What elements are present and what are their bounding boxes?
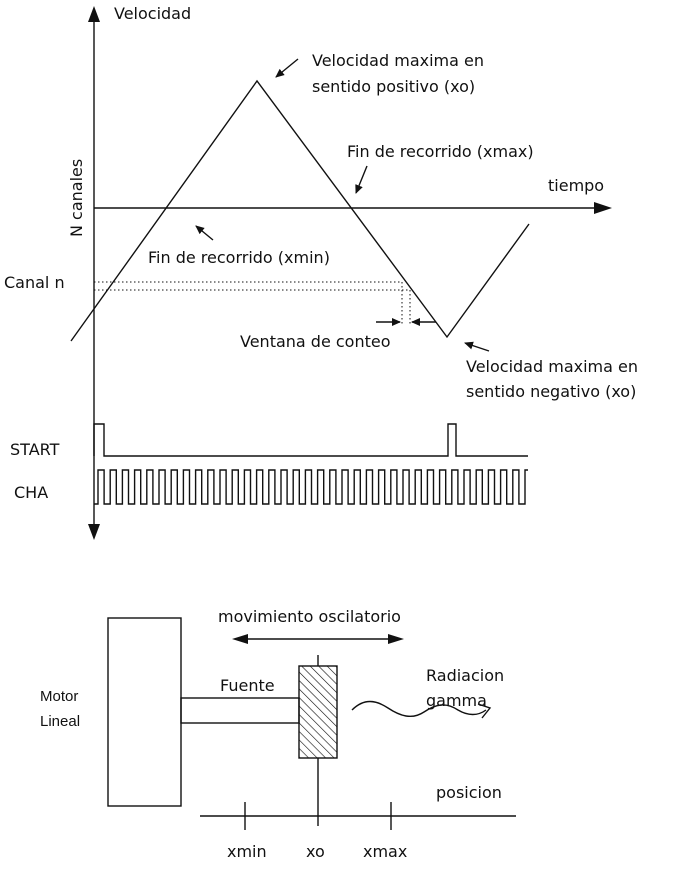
max-negative-arrow — [464, 341, 490, 352]
cha-signal-label: CHA — [14, 483, 48, 502]
max-negative-label-line1: Velocidad maxima en — [466, 357, 638, 376]
velocity-waveform — [70, 79, 530, 342]
motion-arrow-right — [388, 634, 404, 644]
motion-label: movimiento oscilatorio — [218, 607, 401, 626]
position-axis-label: posicion — [436, 783, 502, 802]
count-window-label: Ventana de conteo — [240, 332, 391, 351]
start-signal-label: START — [10, 440, 60, 459]
channels-axis-label: N canales — [67, 159, 86, 237]
velocity-axis-arrow-down — [88, 524, 100, 540]
end-xmax-arrow — [355, 165, 368, 194]
start-signal-trace — [93, 423, 528, 457]
motion-arrow-left — [232, 634, 248, 644]
velocity-axis-label: Velocidad — [114, 4, 191, 23]
max-positive-label-line1: Velocidad maxima en — [312, 51, 484, 70]
source-block — [298, 665, 338, 759]
linear-motor-box — [107, 617, 182, 807]
radiation-label-line2: gamma — [426, 691, 487, 710]
max-negative-label-line2: sentido negativo (xo) — [466, 382, 636, 401]
channel-n-label: Canal n — [4, 273, 65, 292]
velocity-axis-arrow-up — [88, 6, 100, 22]
cha-signal-trace — [94, 469, 528, 505]
setup-diagram: movimiento oscilatorio Motor Lineal Fuen… — [40, 607, 516, 861]
motor-label-line1: Motor — [40, 688, 78, 705]
timing-diagram: Velocidad N canales tiempo Canal n Venta… — [4, 4, 638, 540]
end-xmin-arrow — [195, 225, 214, 241]
gamma-wave — [351, 700, 487, 718]
time-axis-label: tiempo — [548, 176, 604, 195]
radiation-label-line1: Radiacion — [426, 666, 504, 685]
xmin-tick-label: xmin — [227, 842, 267, 861]
xmax-tick-label: xmax — [363, 842, 407, 861]
end-xmin-label: Fin de recorrido (xmin) — [148, 248, 330, 267]
motor-label-line2: Lineal — [40, 713, 80, 730]
xo-tick-label: xo — [306, 842, 325, 861]
motor-shaft — [180, 697, 300, 724]
end-xmax-label: Fin de recorrido (xmax) — [347, 142, 534, 161]
max-positive-label-line2: sentido positivo (xo) — [312, 77, 475, 96]
time-axis-arrow — [594, 202, 612, 214]
max-positive-arrow — [275, 58, 299, 78]
source-label: Fuente — [220, 676, 275, 695]
gamma-wave-arrowhead — [477, 703, 492, 719]
